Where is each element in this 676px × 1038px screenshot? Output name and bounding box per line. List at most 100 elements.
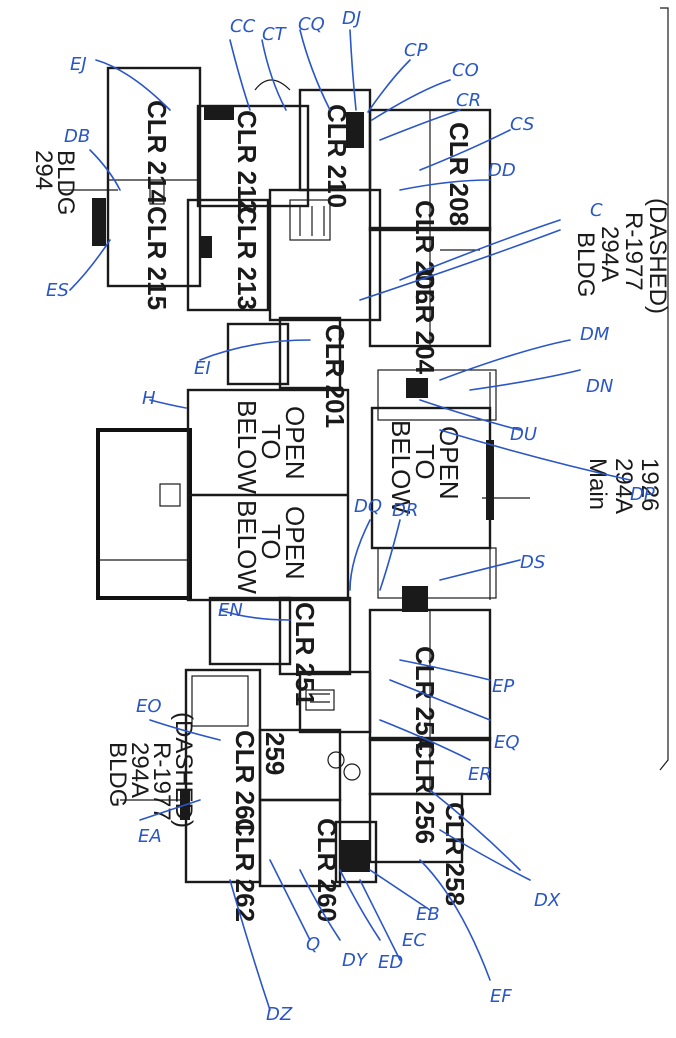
svg-text:BLDG: BLDG (104, 742, 131, 807)
tag-ep: EP (492, 676, 514, 697)
tag-eq: EQ (494, 732, 520, 753)
label-bldg-294-left: BLDG 294 (30, 150, 79, 215)
tag-dy: DY (342, 950, 369, 971)
tag-ec: EC (402, 930, 426, 951)
svg-text:TO: TO (256, 424, 286, 460)
room-label-201: CLR 201 (320, 324, 350, 428)
tag-ed: ED (378, 952, 403, 973)
ink-tags: EJ CC CT CQ DJ CP CO CR CS DD C DB ES DM… (46, 8, 655, 1025)
tag-co: CO (452, 60, 479, 81)
svg-text:CLR 214: CLR 214 (142, 100, 172, 205)
svg-text:294A: 294A (126, 742, 153, 798)
room-label-214: CLR 214 (142, 100, 172, 205)
svg-text:294A: 294A (610, 458, 637, 514)
label-bldg-294a-upper: BLDG 294A R-1977 (DASHED) (572, 198, 671, 314)
svg-text:CLR 212: CLR 212 (232, 110, 262, 214)
svg-text:(DASHED): (DASHED) (170, 712, 197, 828)
room-label-260: CLR 260 (312, 818, 342, 922)
svg-text:CLR 213: CLR 213 (232, 206, 262, 310)
room-label-204: CLR 204 (410, 270, 440, 375)
sheet-border (659, 7, 669, 771)
svg-text:CLR 201: CLR 201 (320, 324, 350, 428)
svg-text:CLR 210: CLR 210 (322, 104, 352, 208)
room-label-212: CLR 212 (232, 110, 262, 214)
room-label-208: CLR 208 (444, 122, 474, 226)
svg-text:R-1977: R-1977 (620, 212, 647, 291)
tag-ds: DS (520, 552, 545, 573)
tag-cs: CS (510, 114, 534, 135)
room-label-213: CLR 213 (232, 206, 262, 310)
svg-text:BLDG: BLDG (52, 150, 79, 215)
tag-q: Q (306, 934, 320, 955)
room-label-215: CLR 215 (142, 206, 172, 310)
tag-dn: DN (586, 376, 613, 397)
tag-du: DU (510, 424, 537, 445)
tag-dx: DX (534, 890, 561, 911)
room-label-256: CLR 256 (410, 740, 440, 844)
label-bldg-294a-lower: BLDG 294A R-1977 (DASHED) (104, 712, 197, 828)
room-label-210: CLR 210 (322, 104, 352, 208)
room-label-259: 259 (260, 732, 290, 775)
tag-ea: EA (138, 826, 162, 847)
tag-db: DB (64, 126, 90, 147)
svg-text:CLR 204: CLR 204 (410, 270, 440, 375)
tag-c: C (590, 200, 603, 221)
svg-text:(DASHED): (DASHED) (644, 198, 671, 314)
svg-text:CLR 251: CLR 251 (290, 602, 320, 706)
svg-text:TO: TO (410, 444, 440, 480)
tag-dp: DP (630, 484, 655, 505)
room-label-251: CLR 251 (290, 602, 320, 706)
open-to-below-3: OPEN TO BELOW (386, 420, 464, 514)
tag-dd: DD (488, 160, 516, 181)
label-main-294a: Main 294A 1926 (584, 458, 663, 514)
tag-es: ES (46, 280, 69, 301)
tag-er: ER (468, 764, 492, 785)
tag-en: EN (218, 600, 243, 621)
svg-text:CLR 208: CLR 208 (444, 122, 474, 226)
main-building-walls (96, 369, 497, 602)
tag-dj: DJ (342, 8, 361, 29)
svg-text:CLR 206: CLR 206 (410, 200, 440, 304)
tag-ei: EI (194, 358, 211, 379)
svg-text:BELOW: BELOW (386, 420, 416, 514)
svg-text:BLDG: BLDG (572, 232, 599, 297)
tag-ef: EF (490, 986, 512, 1007)
svg-text:CLR 215: CLR 215 (142, 206, 172, 310)
tag-cq: CQ (298, 14, 325, 35)
svg-text:259: 259 (260, 732, 290, 775)
ink-strokes (69, 29, 631, 1011)
tag-cr: CR (456, 90, 481, 111)
tag-dr: DR (392, 500, 418, 521)
tag-eo: EO (136, 696, 162, 717)
svg-text:CLR 256: CLR 256 (410, 740, 440, 844)
svg-text:294: 294 (30, 150, 57, 190)
svg-text:CLR 260: CLR 260 (312, 818, 342, 922)
svg-text:OPEN: OPEN (280, 406, 310, 480)
tag-dz: DZ (266, 1004, 293, 1025)
svg-text:OPEN: OPEN (434, 426, 464, 500)
tag-eb: EB (416, 904, 440, 925)
svg-text:1926: 1926 (636, 458, 663, 511)
tag-cp: CP (404, 40, 428, 61)
room-label-261: CLR 261 (230, 730, 260, 834)
tag-dm: DM (580, 324, 610, 345)
svg-text:R-1977: R-1977 (148, 742, 175, 821)
open-to-below-2: OPEN TO BELOW (232, 500, 310, 594)
svg-text:CLR 261: CLR 261 (230, 730, 260, 834)
svg-text:OPEN: OPEN (280, 506, 310, 580)
svg-text:TO: TO (256, 524, 286, 560)
room-label-206: CLR 206 (410, 200, 440, 304)
svg-text:BELOW: BELOW (232, 500, 262, 594)
svg-text:294A: 294A (596, 226, 623, 282)
room-label-262: CLR 262 (230, 818, 260, 922)
svg-text:Main: Main (584, 458, 611, 510)
tag-dq: DQ (354, 496, 382, 517)
tag-ct: CT (262, 24, 288, 45)
open-to-below-1: OPEN TO BELOW (232, 400, 310, 494)
tag-h: H (142, 388, 156, 409)
svg-text:BELOW: BELOW (232, 400, 262, 494)
tag-ej: EJ (70, 54, 87, 75)
svg-text:CLR 262: CLR 262 (230, 818, 260, 922)
upper-wing-walls (92, 66, 492, 398)
